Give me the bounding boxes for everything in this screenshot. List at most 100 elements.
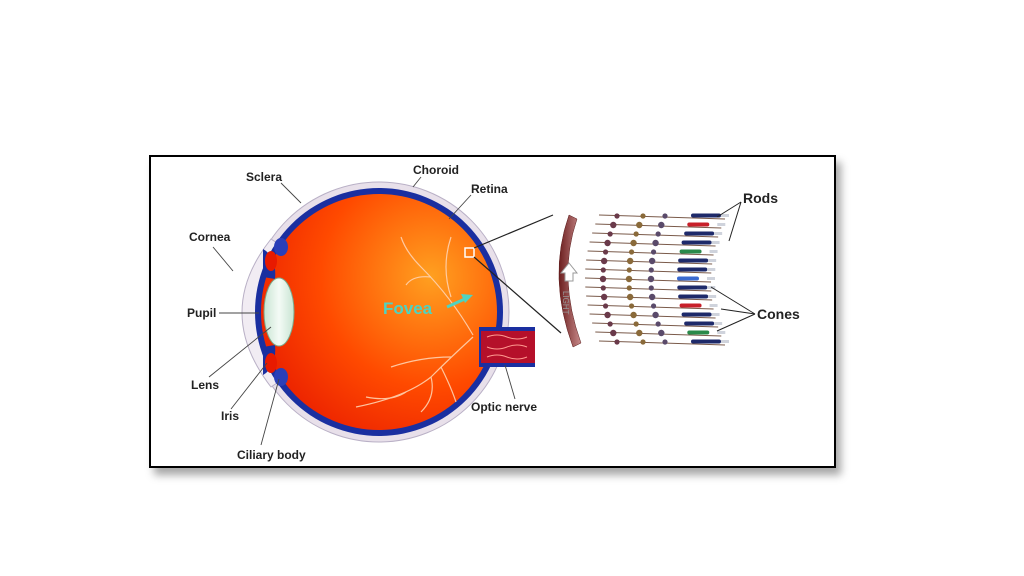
cell-fiber <box>587 304 714 310</box>
neuron-cell-body <box>607 231 613 237</box>
pigment-epithelium-cell <box>714 322 723 325</box>
cell-fiber <box>587 250 714 256</box>
neuron-cell-body <box>602 249 609 255</box>
neuron-cell-body <box>625 275 633 283</box>
neuron-cell-body <box>614 339 620 345</box>
neuron-cell-body <box>650 303 657 309</box>
cone-cell <box>679 249 702 254</box>
neuron-cell-body <box>652 239 659 247</box>
pigment-epithelium-cell <box>711 241 720 244</box>
rod-cell <box>677 285 708 290</box>
retina-cell-detail: LIGHT <box>558 213 729 348</box>
pigment-epithelium-cell <box>717 331 726 334</box>
light-label: LIGHT <box>561 291 570 315</box>
rods-label: Rods <box>743 190 778 206</box>
lens <box>263 277 295 347</box>
pigment-epithelium-cell <box>707 268 716 271</box>
cell-fiber <box>598 340 726 346</box>
pigment-epithelium-cell <box>708 295 717 298</box>
pigment-epithelium-cell <box>721 214 729 217</box>
zoom-lines <box>473 214 562 334</box>
pigment-epithelium-cell <box>714 232 723 235</box>
rod-cell <box>691 339 721 344</box>
cell-fiber <box>592 232 719 238</box>
neuron-cell-body <box>604 239 611 247</box>
neuron-cell-body <box>630 239 637 247</box>
pigment-epithelium-cell <box>707 277 715 280</box>
iris-label: Iris <box>221 409 239 423</box>
fovea-region-box <box>464 247 475 258</box>
lens-label: Lens <box>191 378 219 392</box>
retinal-blood-vessels <box>355 236 474 413</box>
pigment-epithelium-cell <box>708 259 717 262</box>
neuron-cell-body <box>636 221 643 229</box>
neuron-cell-body <box>647 275 655 283</box>
choroid-label: Choroid <box>413 163 459 177</box>
neuron-cell-body <box>626 257 634 265</box>
neuron-cell-body <box>610 329 617 337</box>
leader-lines <box>208 176 516 446</box>
neuron-cell-body <box>630 311 637 319</box>
neuron-cell-body <box>628 303 635 309</box>
retina-arc <box>558 214 582 348</box>
neuron-cell-body <box>662 339 668 345</box>
vitreous-body <box>261 194 497 430</box>
rod-cell <box>684 231 715 236</box>
neuron-cell-body <box>648 285 654 291</box>
neuron-cell-body <box>650 249 657 255</box>
neuron-cell-body <box>633 231 639 237</box>
neuron-cell-body <box>648 267 654 273</box>
neuron-cell-body <box>604 311 611 319</box>
neuron-cell-body <box>610 221 617 229</box>
cone-cell <box>687 222 710 227</box>
rod-cell <box>678 258 709 263</box>
neuron-cell-body <box>640 213 646 219</box>
neuron-cell-body <box>655 231 661 237</box>
neuron-cell-body <box>614 213 620 219</box>
pigment-epithelium-cell <box>709 304 718 307</box>
cell-fiber <box>592 322 719 328</box>
cell-fiber <box>585 286 712 292</box>
photoreceptor-cells <box>584 213 729 346</box>
rod-cell <box>684 321 715 326</box>
pigment-epithelium-cell <box>709 250 718 253</box>
cornea-label: Cornea <box>189 230 231 244</box>
diagram-frame: Fovea Sclera Choroid Retina Cornea Pupil… <box>149 155 836 468</box>
pupil-label: Pupil <box>187 306 216 320</box>
pigment-epithelium-cell <box>721 340 729 343</box>
light-arrow: LIGHT <box>559 262 579 315</box>
neuron-cell-body <box>600 267 606 273</box>
optic-nerve-label: Optic nerve <box>471 400 537 414</box>
rod-cell <box>677 267 708 272</box>
eye-anatomy-diagram: Fovea Sclera Choroid Retina Cornea Pupil… <box>187 163 800 462</box>
cone-cell <box>679 303 702 308</box>
rod-cell <box>681 312 712 317</box>
neuron-cell-body <box>600 257 608 265</box>
cell-fiber <box>585 268 712 274</box>
neuron-cell-body <box>658 329 665 337</box>
neuron-cell-body <box>628 249 635 255</box>
sclera-label: Sclera <box>246 170 282 184</box>
pigment-epithelium-cell <box>711 313 720 316</box>
neuron-cell-body <box>640 339 646 345</box>
neuron-cell-body <box>658 221 665 229</box>
neuron-cell-body <box>600 285 606 291</box>
cone-cell <box>687 330 710 335</box>
neuron-cell-body <box>662 213 668 219</box>
neuron-cell-body <box>633 321 639 327</box>
neuron-cell-body <box>636 329 643 337</box>
iris <box>263 249 277 375</box>
rod-cell <box>681 240 712 245</box>
neuron-cell-body <box>626 293 634 301</box>
neuron-cell-body <box>602 303 609 309</box>
pigment-epithelium-cell <box>717 223 726 226</box>
cell-fiber <box>598 214 726 220</box>
neuron-cell-body <box>607 321 613 327</box>
neuron-cell-body <box>600 293 608 301</box>
cones-label: Cones <box>757 306 800 322</box>
ciliary-body-label: Ciliary body <box>237 448 306 462</box>
neuron-cell-body <box>655 321 661 327</box>
neuron-cell-body <box>648 293 656 301</box>
neuron-cell-body <box>652 311 659 319</box>
cone-cell <box>677 276 699 281</box>
